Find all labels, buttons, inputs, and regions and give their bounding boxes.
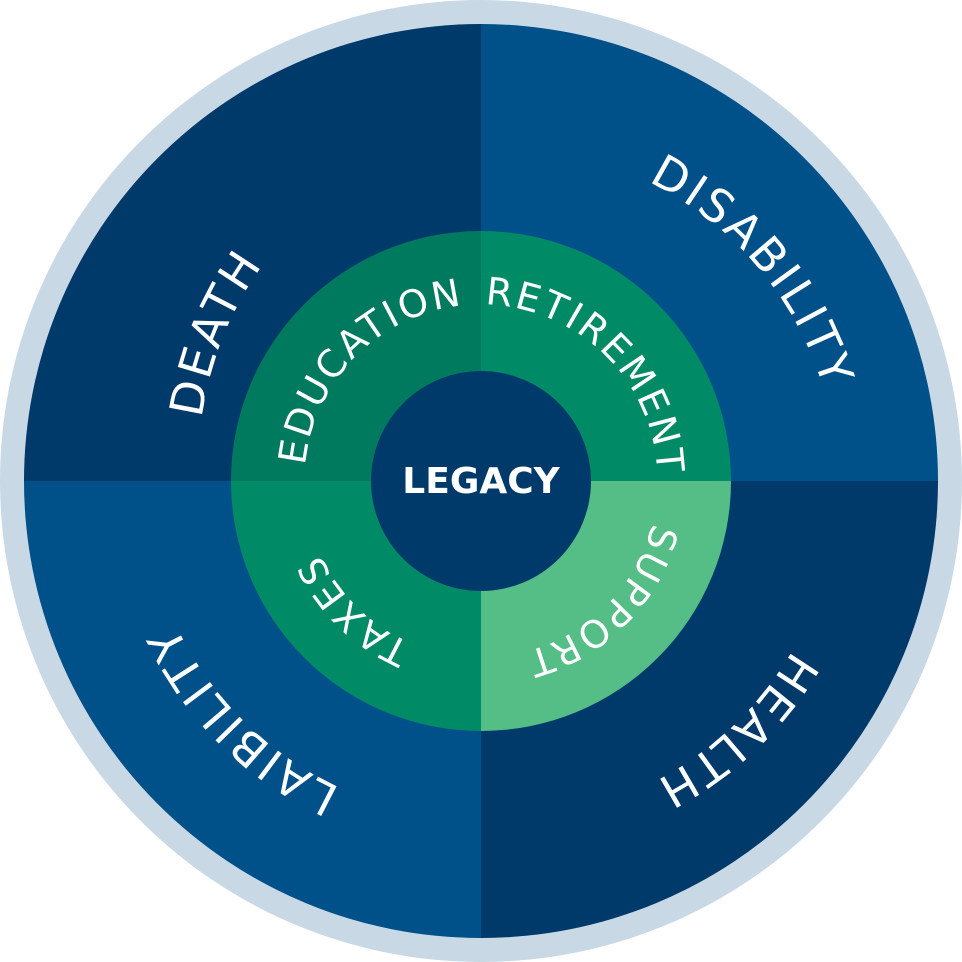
center-label-legacy: LEGACY <box>402 461 560 502</box>
center-hub <box>371 371 591 591</box>
